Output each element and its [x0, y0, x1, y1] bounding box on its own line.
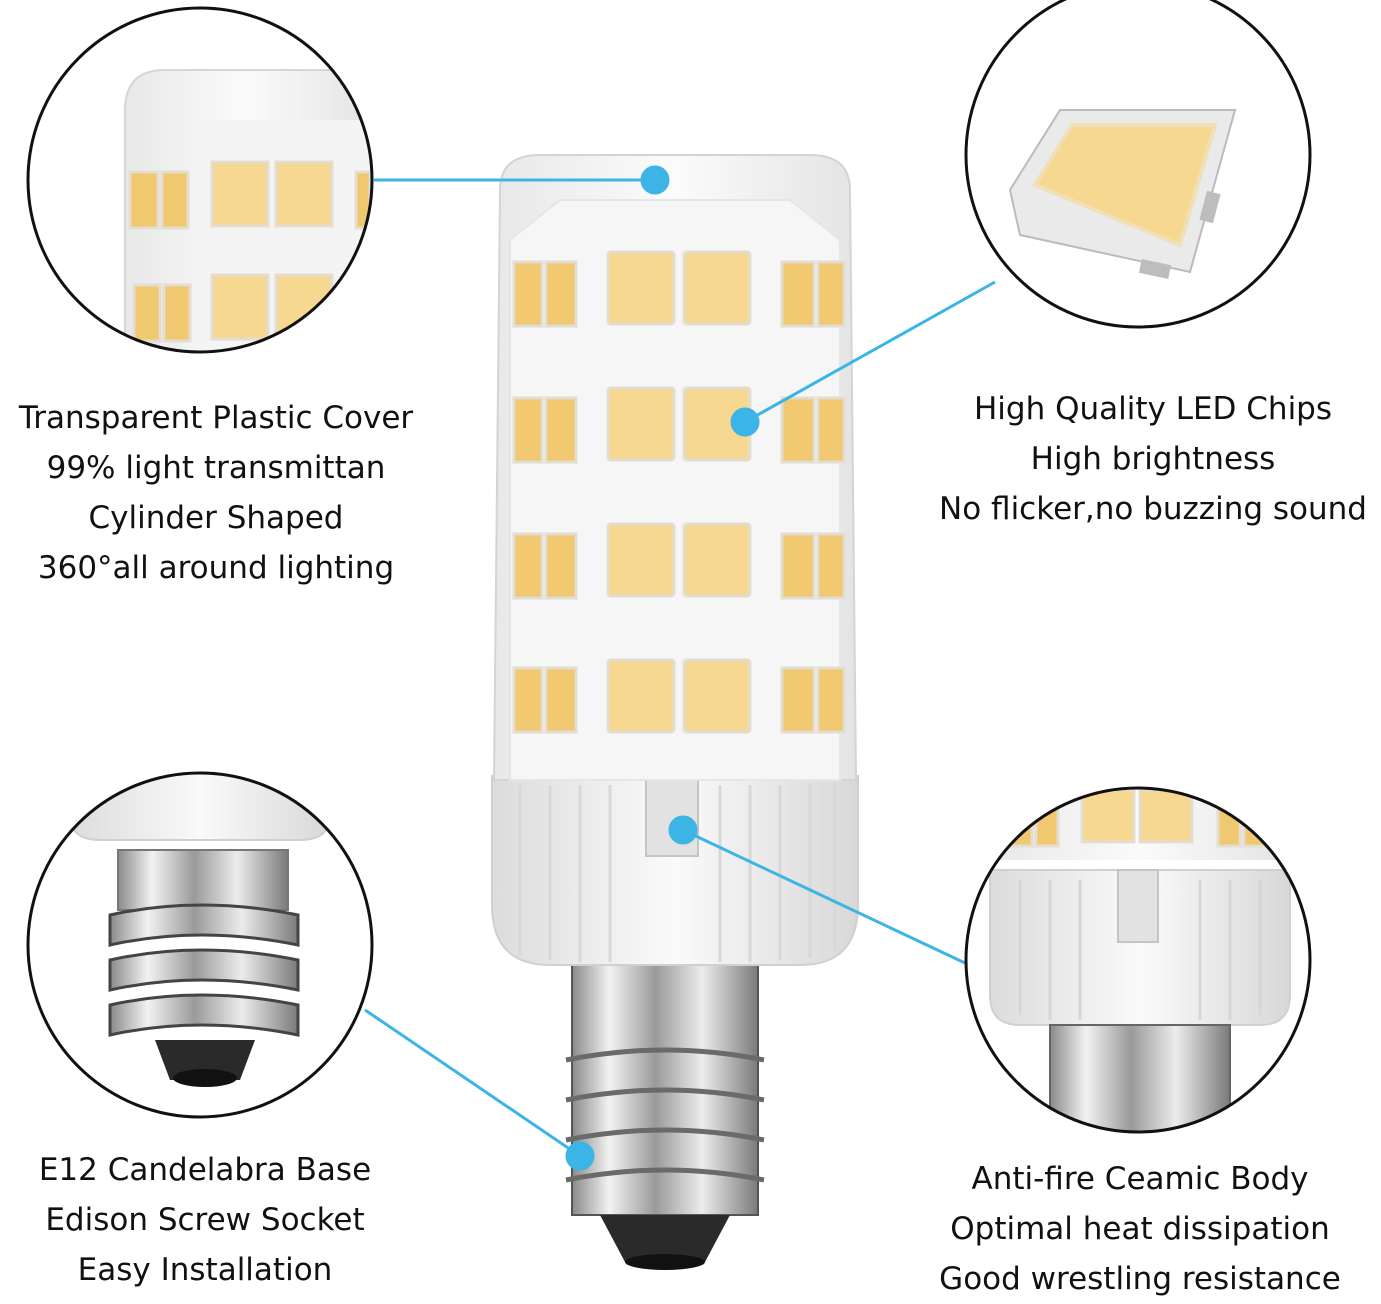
led-chip — [606, 250, 676, 326]
led-chip — [606, 386, 676, 462]
led-chip — [682, 250, 752, 326]
screw-base — [565, 954, 765, 1270]
callout-line: 360°all around lighting — [37, 550, 395, 586]
callout-line: Edison Screw Socket — [45, 1202, 365, 1238]
callout-base-text: E12 Candelabra Base Edison Screw Socket … — [0, 1145, 410, 1295]
led-chip — [606, 658, 676, 734]
callout-body-text: Anti-fire Ceamic Body Optimal heat dissi… — [915, 1154, 1365, 1304]
magnifier-circle-bottom-right-icon — [964, 786, 1312, 1134]
led-chip-grid — [512, 250, 846, 734]
callout-line: Optimal heat dissipation — [950, 1211, 1330, 1247]
led-chip — [682, 658, 752, 734]
callout-line: Easy Installation — [77, 1252, 333, 1288]
magnifier-circle-top-right-icon — [964, 0, 1312, 329]
bulb — [491, 154, 859, 1270]
magnifier-circle-bottom-left-icon — [26, 771, 374, 1119]
callout-dot-icon — [565, 1141, 595, 1171]
callout-dot-icon — [730, 407, 760, 437]
callout-chip-text: High Quality LED Chips High brightness N… — [915, 384, 1381, 534]
callout-connectors — [364, 165, 996, 1171]
magnifier-circle-top-left-icon — [26, 6, 374, 354]
callout-cover-text: Transparent Plastic Cover 99% light tran… — [0, 393, 432, 593]
plastic-cover — [492, 154, 858, 781]
callout-dot-icon — [668, 815, 698, 845]
led-chip — [682, 522, 752, 598]
callout-line: Cylinder Shaped — [88, 500, 344, 536]
callout-line: Anti-fire Ceamic Body — [971, 1161, 1309, 1197]
callout-line: Good wrestling resistance — [939, 1261, 1341, 1297]
callout-line: 99% light transmittan — [46, 450, 386, 486]
ceramic-body — [491, 775, 859, 966]
led-chip — [606, 522, 676, 598]
callout-dot-icon — [640, 165, 670, 195]
callout-line: High brightness — [1030, 441, 1276, 477]
callout-line: Transparent Plastic Cover — [18, 400, 414, 436]
callout-line: No flicker,no buzzing sound — [939, 491, 1367, 527]
callout-line: E12 Candelabra Base — [38, 1152, 372, 1188]
callout-line: High Quality LED Chips — [973, 391, 1333, 427]
